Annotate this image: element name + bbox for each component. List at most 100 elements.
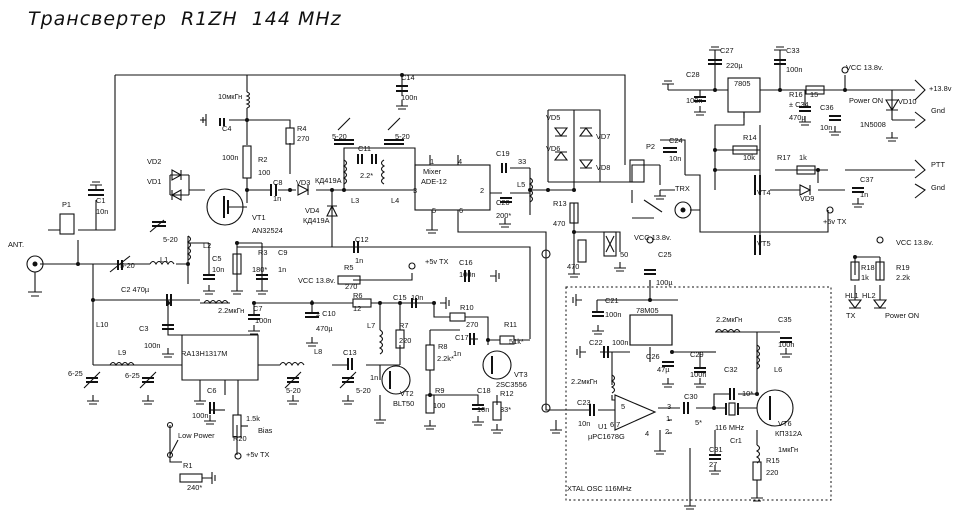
label-C19: C19 [496, 149, 510, 158]
label-R13: R13 [553, 199, 567, 208]
label-C11: C11 [358, 144, 371, 153]
u1-amplifier [614, 394, 657, 431]
label-R16v: 15 [810, 90, 818, 99]
label-LowP: Low Power [178, 431, 215, 440]
label-R1v: 240* [187, 483, 202, 492]
label-R14: R14 [743, 133, 757, 142]
label-VCC2: VCC 13.8v. [896, 238, 933, 247]
label-C36v: 10n [820, 123, 832, 132]
label-q2: 2 [665, 427, 669, 436]
label-VT2: VT2 [400, 389, 414, 398]
label-C21: C21 [605, 296, 619, 305]
label-C15: C15 [393, 293, 407, 302]
label-C31v: 27 [709, 460, 717, 469]
label-R3v: 180* [252, 265, 267, 274]
label-C13v: 1n [370, 373, 378, 382]
label-R4: R4 [297, 124, 306, 133]
label-R12: R12 [500, 389, 514, 398]
label-VD4t: КД419А [303, 216, 330, 225]
label-C6v: 100n [192, 411, 208, 420]
label-Gnd1: Gnd [931, 106, 945, 115]
label-C16: C16 [459, 258, 473, 267]
label-C28: C28 [686, 70, 700, 79]
label-p5: 5 [432, 206, 436, 215]
label-U1t: µPC1678G [588, 432, 625, 441]
label-uh1: 1мкГн [778, 445, 798, 454]
label-C7v: 100n [255, 316, 271, 325]
label-PTT: PTT [931, 160, 945, 169]
label-C33: C33 [786, 46, 800, 55]
label-R17: R17 [777, 153, 791, 162]
trx-connector [674, 201, 692, 219]
label-C26v: 47µ [657, 365, 670, 374]
label-VT2t: BLT50 [393, 399, 414, 408]
label-C26: C26 [646, 352, 660, 361]
label-R8v: 2.2k* [437, 354, 454, 363]
label-C36: C36 [820, 103, 834, 112]
label-VT5: VT5 [757, 239, 771, 248]
label-C37v: 1n [860, 190, 868, 199]
label-C20: C20 [496, 198, 510, 207]
label-R20: R20 [233, 434, 247, 443]
label-C15v: 10n [411, 293, 423, 302]
label-uh22a: 2.2мкГн [218, 306, 244, 315]
vt2-transistor [381, 365, 411, 395]
label-VD3: VD3 [296, 178, 310, 187]
label-p2: 2 [480, 186, 484, 195]
label-t520d: 5-20 [120, 261, 135, 270]
label-C34v: 470µ [789, 113, 806, 122]
label-C16v: 100n [459, 270, 475, 279]
label-VT6: VT6 [778, 419, 792, 428]
label-VT3t: 2SC3556 [496, 380, 527, 389]
label-VD3t: КД419А [315, 176, 342, 185]
label-HL2: HL2 [862, 291, 876, 300]
label-q1: 1 [666, 414, 670, 423]
relay-p2 [629, 159, 645, 183]
label-N5008: 1N5008 [860, 120, 886, 129]
label-k15: 1.5k [246, 414, 260, 423]
label-R3: R3 [258, 248, 267, 257]
label-R5: R5 [344, 263, 353, 272]
label-C17v: 1n [453, 349, 461, 358]
label-t625b: 6-25 [125, 371, 140, 380]
label-R14v: 10k [743, 153, 755, 162]
label-p1: 1 [430, 157, 434, 166]
label-C18v: 10n [477, 405, 489, 414]
label-p6: 6 [459, 206, 463, 215]
label-v50: 50 [620, 250, 628, 259]
label-C24v: 10n [669, 154, 681, 163]
label-VT4: VT4 [757, 188, 771, 197]
label-C18: C18 [477, 386, 491, 395]
label-VCC1: VCC 13.8v. [846, 63, 883, 72]
label-Cr1: Cr1 [730, 436, 742, 445]
label-VD4: VD4 [305, 206, 319, 215]
relay-p1 [59, 213, 75, 235]
label-t520b: 5-20 [395, 132, 410, 141]
label-C30v: 5* [695, 418, 702, 427]
label-L3: L3 [351, 196, 359, 205]
wires [40, 60, 915, 500]
label-L10uh: 10мкГн [218, 92, 242, 101]
vt3-transistor [482, 350, 512, 380]
label-VCC3: VCC 13.8v. [298, 276, 335, 285]
label-L5: L5 [517, 180, 525, 189]
label-C1: C1 [96, 196, 105, 205]
label-L9: L9 [118, 348, 126, 357]
label-p5txc: +5v TX [246, 450, 270, 459]
label-TX: TX [846, 311, 856, 320]
grounds [87, 46, 898, 510]
label-VD9: VD9 [800, 194, 814, 203]
label-C31: C31 [709, 445, 723, 454]
label-C30: C30 [684, 392, 698, 401]
label-t520f: 5-20 [356, 386, 371, 395]
label-C5v: 10n [212, 265, 224, 274]
label-R11v: 51k* [509, 337, 524, 346]
label-U1: U1 [598, 422, 607, 431]
label-C7: C7 [253, 304, 262, 313]
label-L2: L2 [203, 241, 211, 250]
label-L10: L10 [96, 320, 108, 329]
label-R16: R16 [789, 90, 803, 99]
label-R8: R8 [438, 342, 447, 351]
label-C33v: 100n [786, 65, 802, 74]
